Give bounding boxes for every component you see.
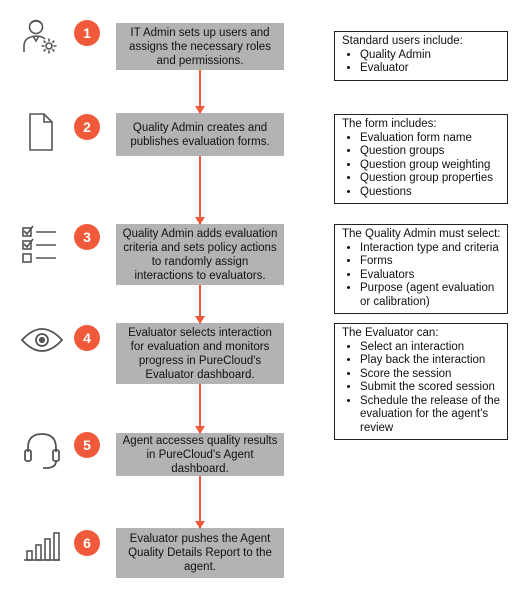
- step-2-box: Quality Admin creates and publishes eval…: [116, 113, 284, 156]
- step-2-badge: 2: [74, 114, 100, 140]
- list-item: Schedule the release of the evaluation f…: [360, 395, 501, 436]
- note-form-includes: The form includes: Evaluation form name …: [334, 114, 508, 204]
- note-quality-admin-select: The Quality Admin must select: Interacti…: [334, 224, 508, 314]
- list-item: Score the session: [360, 368, 501, 382]
- list-item: Interaction type and criteria: [360, 242, 501, 256]
- list-item: Question group properties: [360, 172, 501, 186]
- step-3-badge: 3: [74, 224, 100, 250]
- arrow-2-3: [195, 156, 205, 225]
- document-icon: [18, 110, 62, 154]
- step-5-box: Agent accesses quality results in PureCl…: [116, 433, 284, 476]
- arrow-5-6: [195, 476, 205, 529]
- list-item: Submit the scored session: [360, 381, 501, 395]
- note-heading: The Evaluator can:: [342, 327, 439, 339]
- list-item: Question group weighting: [360, 159, 501, 173]
- list-item: Evaluator: [360, 62, 501, 76]
- bar-chart-icon: [20, 526, 64, 570]
- list-item: Purpose (agent evaluation or calibration…: [360, 282, 501, 309]
- arrow-3-4: [195, 285, 205, 324]
- step-6-box: Evaluator pushes the Agent Quality Detai…: [116, 528, 284, 578]
- step-1-badge: 1: [74, 20, 100, 46]
- list-item: Select an interaction: [360, 341, 501, 355]
- note-heading: Standard users include:: [342, 35, 463, 47]
- step-4-box: Evaluator selects interaction for evalua…: [116, 323, 284, 384]
- step-4-badge: 4: [74, 325, 100, 351]
- list-item: Question groups: [360, 145, 501, 159]
- note-heading: The form includes:: [342, 118, 437, 130]
- list-item: Evaluation form name: [360, 132, 501, 146]
- checklist-icon: [20, 223, 64, 267]
- arrow-1-2: [195, 70, 205, 114]
- arrow-4-5: [195, 384, 205, 434]
- step-6-badge: 6: [74, 530, 100, 556]
- note-standard-users: Standard users include: Quality Admin Ev…: [334, 31, 508, 81]
- eye-icon: [20, 318, 64, 362]
- step-1-box: IT Admin sets up users and assigns the n…: [116, 23, 284, 70]
- list-item: Play back the interaction: [360, 354, 501, 368]
- step-3-box: Quality Admin adds evaluation criteria a…: [116, 224, 284, 285]
- step-5-badge: 5: [74, 432, 100, 458]
- list-item: Evaluators: [360, 269, 501, 283]
- list-item: Questions: [360, 186, 501, 200]
- note-evaluator-can: The Evaluator can: Select an interaction…: [334, 323, 508, 440]
- note-heading: The Quality Admin must select:: [342, 228, 501, 240]
- list-item: Forms: [360, 255, 501, 269]
- list-item: Quality Admin: [360, 49, 501, 63]
- admin-gear-icon: [18, 14, 62, 58]
- headset-icon: [20, 428, 64, 472]
